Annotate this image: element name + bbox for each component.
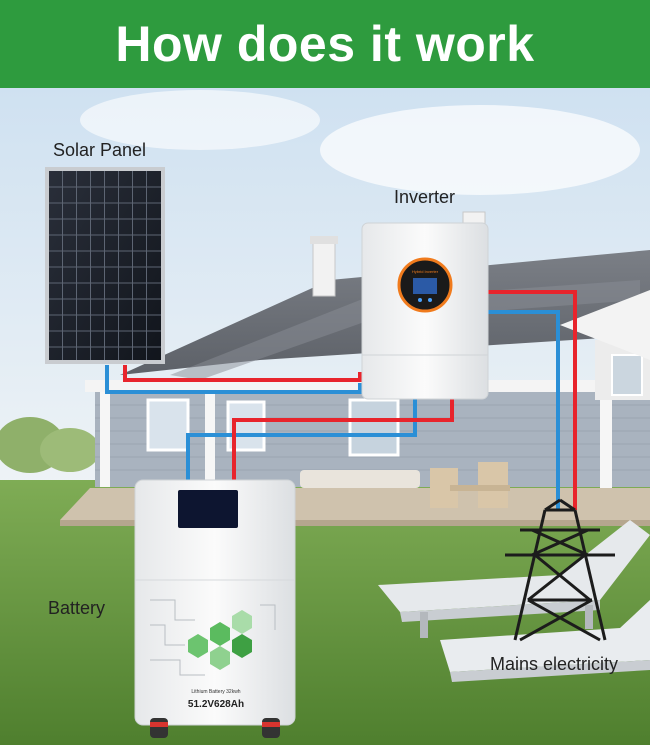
battery-negative-wire bbox=[186, 398, 417, 485]
mains-pylon bbox=[505, 498, 615, 642]
page-title: How does it work bbox=[115, 16, 535, 72]
title-banner: How does it work bbox=[0, 0, 650, 88]
solar-positive-wire bbox=[123, 365, 362, 382]
mains-electricity-label: Mains electricity bbox=[490, 654, 619, 674]
battery-model-line1: Lithium Battery 32kwh bbox=[191, 689, 240, 695]
battery-model-line2: 51.2V628Ah bbox=[188, 699, 244, 710]
solar-negative-wire bbox=[105, 365, 362, 394]
wiring bbox=[105, 290, 577, 510]
mains-positive-wire bbox=[487, 290, 577, 510]
battery-hexagon-decoration bbox=[150, 599, 276, 676]
inverter-screen-text: Hybrid Inverter bbox=[412, 269, 439, 274]
battery-label: Battery bbox=[48, 598, 106, 618]
battery-unit: Lithium Battery 32kwh 51.2V628Ah bbox=[134, 479, 296, 738]
sun-loungers bbox=[378, 520, 650, 682]
battery-positive-wire bbox=[232, 398, 454, 485]
inverter-label: Inverter bbox=[394, 187, 456, 207]
solar-panel-label: Solar Panel bbox=[53, 140, 147, 160]
solar-panel bbox=[45, 167, 165, 364]
inverter-unit: Hybrid Inverter bbox=[361, 222, 489, 400]
mains-negative-wire bbox=[487, 310, 560, 510]
patio-furniture bbox=[300, 462, 510, 508]
parasol bbox=[560, 290, 650, 360]
scene-illustration: Hybrid Inverter bbox=[0, 88, 650, 745]
